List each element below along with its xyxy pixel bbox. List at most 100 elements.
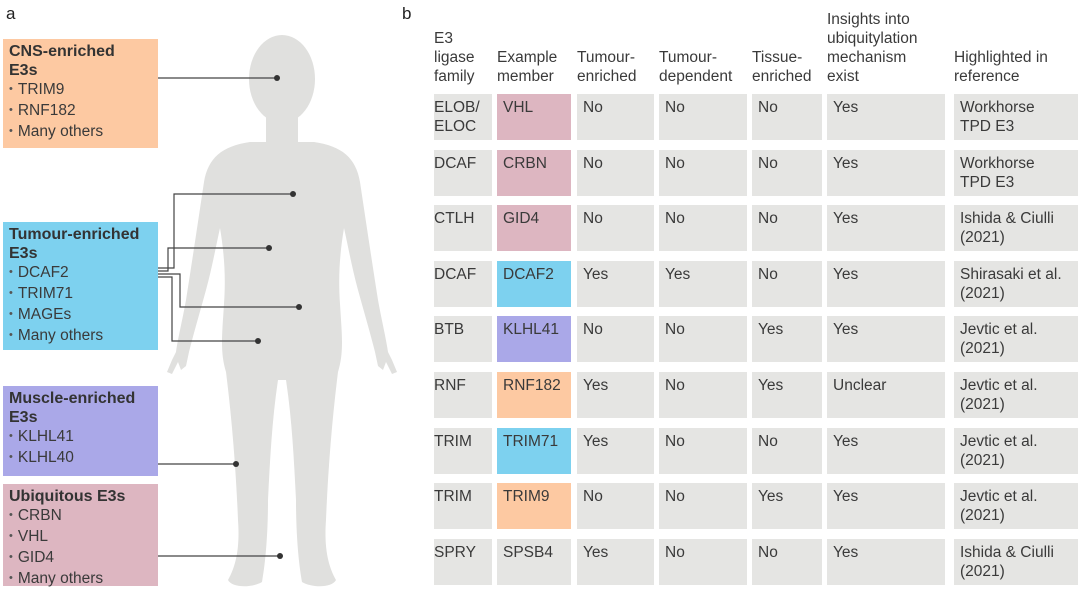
cell-insights: Yes: [827, 427, 945, 474]
cell-reference: Jevtic et al.(2021): [954, 316, 1078, 363]
header-tissue-enriched: Tissue-enriched: [752, 48, 828, 86]
cell-tumour-enriched: Yes: [577, 260, 654, 307]
cell-line: ELOC: [434, 118, 477, 135]
cell-tissue-enriched: No: [752, 205, 822, 252]
cell-line: TPD E3: [960, 118, 1015, 135]
cell-family: ELOB/ELOC: [434, 94, 492, 140]
body-torso-limbs: [167, 142, 397, 587]
header-line: Tumour-: [577, 49, 635, 66]
body-head: [249, 35, 315, 123]
ubiquitous-item: •Many others: [9, 570, 104, 587]
bullet-icon: •: [9, 451, 13, 463]
cell-line: Jevtic et al.: [960, 321, 1038, 339]
cell-insights: Yes: [827, 205, 945, 252]
cns-item: •Many others: [9, 123, 104, 140]
cns-title-line-2: E3s: [9, 62, 38, 79]
cell-tumour-enriched: Yes: [577, 372, 654, 418]
cell-reference: Jevtic et al.(2021): [954, 483, 1078, 530]
cell-reference: Ishida & Ciulli(2021): [954, 205, 1078, 252]
cns-item: •RNF182: [9, 102, 76, 119]
cell-tumour-dependent: No: [659, 94, 747, 140]
bullet-icon: •: [9, 104, 13, 116]
cell-tissue-enriched: Yes: [752, 483, 822, 530]
cell-tumour-dependent: No: [659, 372, 747, 418]
cell-line: ELOB/: [434, 99, 480, 116]
header-line: member: [497, 68, 554, 85]
tumour-enriched-box: Tumour-enriched E3s •DCAF2 •TRIM71 •MAGE…: [3, 222, 158, 350]
cell-line: DCAF: [434, 265, 477, 283]
cell-tumour-dependent: No: [659, 205, 747, 252]
cns-title-line-1: CNS-enriched: [9, 43, 115, 60]
cell-member: VHL: [497, 94, 571, 140]
panel-a-label: a: [6, 4, 16, 23]
header-line: Insights into: [827, 11, 910, 28]
cns-item: •TRIM9: [9, 81, 65, 98]
muscle-enriched-box: Muscle-enriched E3s •KLHL41 •KLHL40: [3, 386, 158, 476]
cell-line: (2021): [960, 451, 1005, 469]
bullet-icon: •: [9, 329, 13, 341]
muscle-title-line-2: E3s: [9, 409, 38, 426]
cell-tumour-dependent: No: [659, 483, 747, 530]
tumour-dot-1: [290, 191, 296, 197]
cell-insights: Unclear: [827, 372, 945, 418]
cell-tumour-enriched: No: [577, 149, 654, 196]
header-line: enriched: [752, 68, 812, 85]
cell-line: (2021): [960, 340, 1005, 358]
cell-tumour-dependent: No: [659, 538, 747, 585]
bullet-icon: •: [9, 509, 13, 521]
header-line: ligase: [434, 49, 475, 66]
cell-tumour-dependent: Yes: [659, 260, 747, 307]
body-neck: [266, 112, 298, 148]
ubiquitous-item: •CRBN: [9, 507, 62, 524]
cell-family: DCAF: [434, 149, 492, 196]
muscle-item: •KLHL41: [9, 428, 74, 445]
cell-tumour-enriched: No: [577, 316, 654, 363]
tumour-connector-2: [158, 247, 269, 272]
tumour-connector-3: [158, 273, 299, 308]
tumour-title-line-1: Tumour-enriched: [9, 226, 140, 243]
header-line: Tissue-: [752, 49, 803, 66]
cell-line: (2021): [960, 229, 1005, 247]
cell-member: CRBN: [497, 149, 571, 196]
bullet-icon: •: [9, 266, 13, 278]
bullet-icon: •: [9, 430, 13, 442]
cell-tumour-enriched: No: [577, 94, 654, 140]
human-body-silhouette: [167, 35, 397, 587]
header-line: ubiquitylation: [827, 30, 918, 47]
ubiquitous-item: •VHL: [9, 528, 49, 545]
header-line: exist: [827, 68, 859, 85]
connector-lines: [158, 77, 299, 557]
cell-member: DCAF2: [497, 260, 571, 307]
cell-tissue-enriched: Yes: [752, 316, 822, 363]
cell-member: KLHL41: [497, 316, 571, 363]
cell-reference: Jevtic et al.(2021): [954, 427, 1078, 474]
cell-line: (2021): [960, 396, 1005, 413]
tumour-connector-1: [158, 193, 293, 269]
cell-member: TRIM71: [497, 427, 571, 474]
tumour-dot-2: [266, 245, 272, 251]
tumour-item: •TRIM71: [9, 285, 73, 302]
cell-tumour-dependent: No: [659, 427, 747, 474]
cell-family: DCAF: [434, 260, 492, 307]
cell-reference: Shirasaki et al.(2021): [954, 260, 1078, 307]
cell-family: RNF: [434, 372, 492, 418]
tumour-dot-3: [296, 304, 302, 310]
header-tumour-enriched: Tumour-enriched: [577, 48, 660, 86]
header-line: E3: [434, 30, 453, 47]
cell-family: CTLH: [434, 205, 492, 252]
ubiquitous-dot: [277, 553, 283, 559]
cell-family: TRIM: [434, 483, 492, 530]
header-tumour-dependent: Tumour-dependent: [659, 48, 753, 86]
cell-member: SPSB4: [497, 538, 571, 585]
cell-tissue-enriched: Yes: [752, 372, 822, 418]
header-line: dependent: [659, 68, 733, 85]
bullet-icon: •: [9, 551, 13, 563]
cell-tumour-enriched: Yes: [577, 538, 654, 585]
cell-line: TRIM: [434, 488, 472, 506]
cell-line: (2021): [960, 562, 1005, 580]
bullet-icon: •: [9, 530, 13, 542]
